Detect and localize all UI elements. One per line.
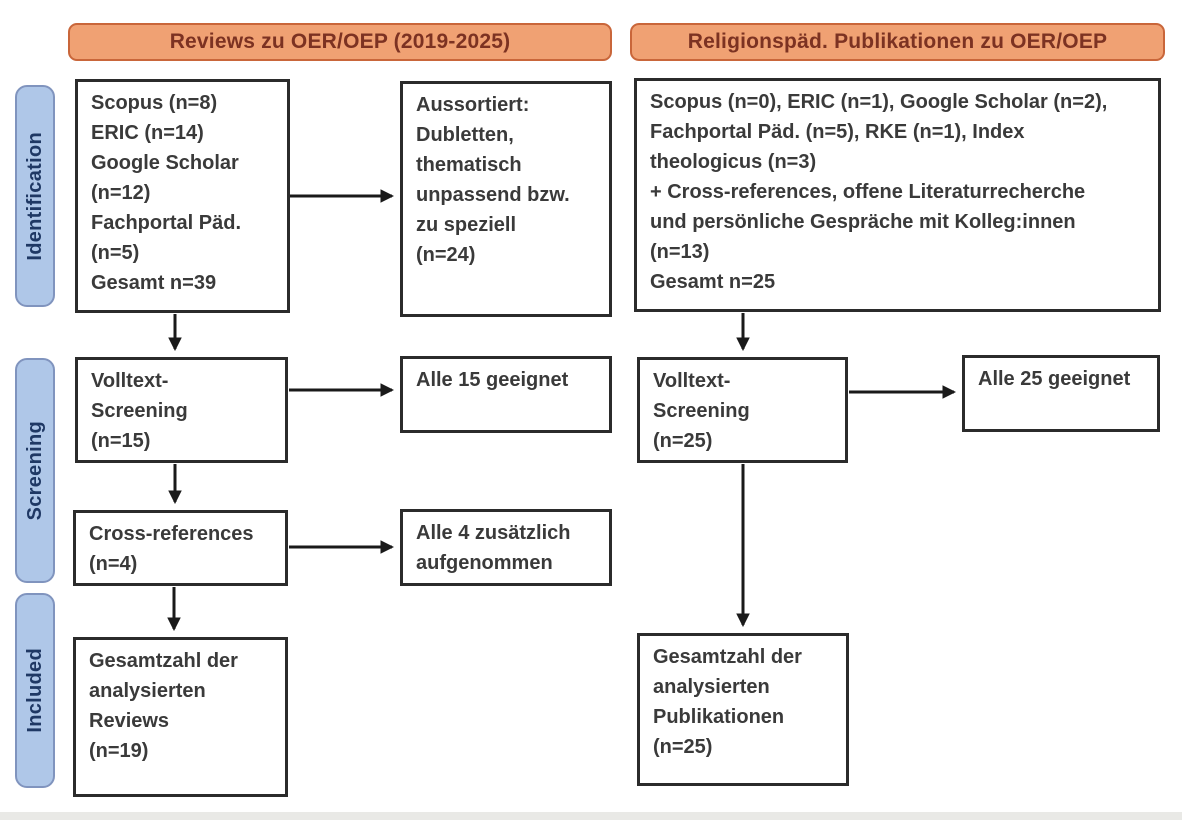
box-line: (n=5) bbox=[91, 242, 140, 264]
box-line: Alle 25 geeignet bbox=[978, 368, 1131, 390]
stage-label-identification: Identification bbox=[23, 131, 46, 261]
box-line: Screening bbox=[653, 400, 750, 422]
box-line: ERIC (n=14) bbox=[91, 122, 204, 144]
box-line: Scopus (n=8) bbox=[91, 92, 218, 114]
box-line: Alle 15 geeignet bbox=[416, 369, 569, 391]
box-line: Reviews bbox=[89, 710, 170, 732]
scan-edge-artifact bbox=[0, 812, 1182, 820]
box-line: (n=12) bbox=[91, 182, 151, 204]
box-fulltext-screening-publications: Volltext- Screening (n=25) bbox=[637, 357, 848, 463]
box-line: + Cross-references, offene Literaturrech… bbox=[650, 181, 1086, 203]
box-line: zu speziell bbox=[416, 214, 517, 236]
stage-label-screening: Screening bbox=[23, 420, 46, 521]
box-excluded-reviews: Aussortiert: Dubletten, thematisch unpas… bbox=[400, 81, 612, 317]
box-total-analysed-publications: Gesamtzahl der analysierten Publikatione… bbox=[637, 633, 849, 786]
box-line: (n=25) bbox=[653, 430, 713, 452]
stage-label-included: Included bbox=[23, 648, 46, 733]
box-line: Gesamt n=25 bbox=[650, 271, 776, 293]
box-line: und persönliche Gespräche mit Kolleg:inn… bbox=[650, 211, 1076, 233]
box-line: Publikationen bbox=[653, 706, 785, 728]
box-line: (n=24) bbox=[416, 244, 476, 266]
box-line: Google Scholar bbox=[91, 152, 239, 174]
box-line: unpassend bzw. bbox=[416, 184, 570, 206]
box-line: Gesamtzahl der bbox=[89, 650, 238, 672]
box-total-analysed-reviews: Gesamtzahl der analysierten Reviews (n=1… bbox=[73, 637, 288, 797]
box-line: (n=19) bbox=[89, 740, 149, 762]
box-sources-publications: Scopus (n=0), ERIC (n=1), Google Scholar… bbox=[634, 78, 1161, 312]
box-line: Gesamt n=39 bbox=[91, 272, 217, 294]
box-all-25-suitable: Alle 25 geeignet bbox=[962, 355, 1160, 432]
box-line: analysierten bbox=[89, 680, 206, 702]
stage-pill-identification: Identification bbox=[15, 85, 55, 307]
box-line: (n=13) bbox=[650, 241, 710, 263]
box-line: (n=25) bbox=[653, 736, 713, 758]
stage-pill-included: Included bbox=[15, 593, 55, 788]
box-line: (n=15) bbox=[91, 430, 151, 452]
box-line: Screening bbox=[91, 400, 188, 422]
box-sources-reviews: Scopus (n=8) ERIC (n=14) Google Scholar … bbox=[75, 79, 290, 313]
box-line: thematisch bbox=[416, 154, 522, 176]
box-line: theologicus (n=3) bbox=[650, 151, 817, 173]
box-all-15-suitable: Alle 15 geeignet bbox=[400, 356, 612, 433]
box-cross-references: Cross-references (n=4) bbox=[73, 510, 288, 586]
box-line: Volltext- bbox=[653, 370, 731, 392]
column-header-publications-label: Religionspäd. Publikationen zu OER/OEP bbox=[687, 30, 1108, 53]
box-line: Fachportal Päd. bbox=[91, 212, 242, 234]
box-line: Scopus (n=0), ERIC (n=1), Google Scholar… bbox=[650, 91, 1108, 113]
column-header-publications: Religionspäd. Publikationen zu OER/OEP bbox=[630, 23, 1165, 61]
column-header-reviews-label: Reviews zu OER/OEP (2019-2025) bbox=[169, 30, 511, 53]
box-line: Volltext- bbox=[91, 370, 169, 392]
stage-pill-screening: Screening bbox=[15, 358, 55, 583]
box-line: Fachportal Päd. (n=5), RKE (n=1), Index bbox=[650, 121, 1025, 143]
box-fulltext-screening-reviews: Volltext- Screening (n=15) bbox=[75, 357, 288, 463]
box-all-4-added: Alle 4 zusätzlich aufgenommen bbox=[400, 509, 612, 586]
box-line: Alle 4 zusätzlich bbox=[416, 522, 571, 544]
box-line: Aussortiert: bbox=[416, 94, 530, 116]
column-header-reviews: Reviews zu OER/OEP (2019-2025) bbox=[68, 23, 612, 61]
box-line: Cross-references bbox=[89, 523, 254, 545]
box-line: (n=4) bbox=[89, 553, 138, 575]
box-line: Gesamtzahl der bbox=[653, 646, 802, 668]
box-line: analysierten bbox=[653, 676, 770, 698]
box-line: aufgenommen bbox=[416, 552, 553, 574]
box-line: Dubletten, bbox=[416, 124, 514, 146]
